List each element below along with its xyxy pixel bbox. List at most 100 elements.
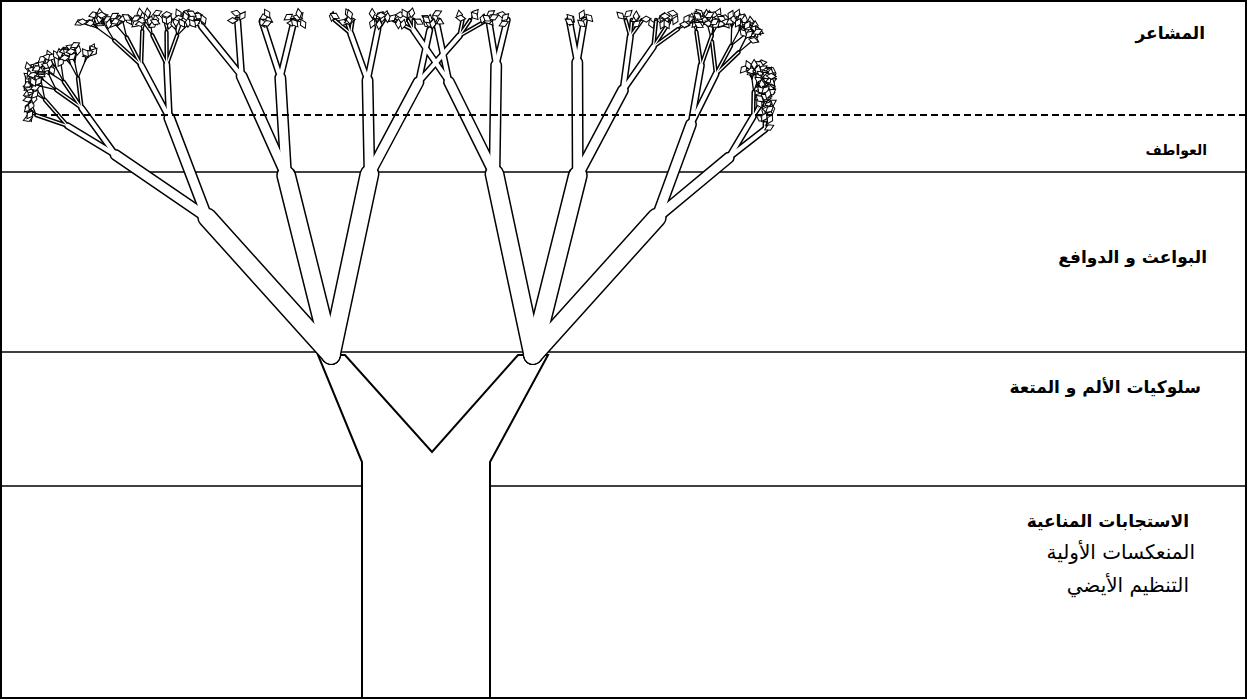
branch-fill	[729, 117, 753, 158]
level-label: سلوكيات الألم و المتعة	[1009, 376, 1201, 398]
branch-outline	[141, 31, 142, 65]
branch-fill	[578, 90, 623, 175]
branch-outline	[712, 42, 716, 74]
branch-fill	[141, 31, 142, 65]
leaf	[164, 14, 174, 26]
branch-fill	[166, 32, 168, 65]
leaf	[615, 10, 626, 21]
leaf	[679, 21, 689, 28]
branch-outline	[729, 129, 765, 157]
branch-outline	[280, 26, 293, 78]
level-label: العواطف	[1146, 141, 1207, 159]
branch-outline	[496, 20, 507, 65]
branch-fill	[691, 74, 716, 124]
branch-fill	[368, 30, 378, 81]
band-rules	[0, 172, 1247, 486]
leaf	[345, 9, 354, 20]
branch-fill	[202, 26, 242, 76]
branch-outline	[238, 20, 242, 76]
leaf	[237, 10, 248, 22]
branch-fill	[68, 126, 116, 155]
level-label: الاستجابات المناعية	[1027, 510, 1189, 532]
branch-fill	[351, 33, 368, 80]
branch-outline	[242, 76, 287, 175]
leaf	[66, 48, 77, 55]
leaf	[631, 19, 643, 30]
leaf	[481, 13, 493, 24]
branch-outline	[167, 64, 170, 118]
branch-outline	[141, 65, 169, 118]
branch-outline	[78, 61, 85, 78]
branch-fill	[369, 82, 418, 174]
branch-fill	[657, 158, 729, 218]
leaf	[151, 8, 162, 17]
leaf	[660, 13, 670, 19]
leaf	[577, 9, 587, 21]
branch-outline	[701, 36, 712, 66]
branch-outline	[369, 82, 418, 174]
leaf	[105, 19, 112, 30]
leaf	[262, 8, 272, 20]
branch-outline	[739, 42, 751, 52]
branch-fill	[286, 175, 331, 355]
branch-fill	[496, 20, 507, 65]
tree-branches	[30, 20, 765, 355]
leaf	[742, 19, 753, 31]
leaf	[261, 19, 272, 28]
branch-outline	[752, 79, 754, 92]
leaf	[69, 40, 81, 50]
tree-trunk	[318, 355, 548, 699]
branch-fill	[753, 92, 755, 117]
level-band: المشاعر	[0, 0, 1247, 115]
leaf	[186, 9, 198, 19]
level-label: المنعكسات الأولية	[1046, 539, 1195, 565]
branch-fill	[495, 174, 533, 355]
branch-fill	[653, 29, 678, 47]
branch-outline	[123, 22, 127, 38]
leaf	[28, 76, 38, 88]
band-divider	[0, 485, 1247, 487]
level-label: التنظيم الأيضي	[1067, 572, 1189, 598]
leaf	[500, 12, 511, 23]
branch-outline	[731, 30, 739, 46]
branch-fill	[623, 47, 653, 91]
branch-outline	[449, 82, 495, 174]
branch-fill	[716, 46, 731, 74]
leaf	[149, 17, 161, 26]
leaf	[399, 19, 407, 30]
leaf	[726, 9, 736, 21]
leaf	[121, 12, 133, 23]
branch-fill	[78, 78, 82, 108]
branch-outline	[578, 90, 623, 175]
branch-fill	[368, 80, 370, 174]
branch-outline	[97, 28, 114, 41]
branch-fill	[489, 20, 496, 65]
leaf	[187, 18, 198, 30]
branch-fill	[242, 76, 287, 175]
branch-fill	[280, 26, 293, 78]
branch-outline	[569, 20, 577, 62]
branch-fill	[127, 37, 141, 65]
leaf	[764, 88, 773, 99]
leaf	[199, 14, 208, 26]
branch-outline	[653, 29, 678, 47]
branch-fill	[262, 22, 280, 78]
branch-fill	[569, 20, 577, 62]
band-divider	[0, 351, 1247, 353]
branch-fill	[45, 100, 68, 126]
leaf	[298, 18, 308, 30]
branch-fill	[408, 20, 414, 30]
branch-fill	[573, 62, 582, 175]
leaf	[584, 12, 595, 23]
branch-outline	[61, 63, 64, 81]
branch-fill	[114, 41, 141, 66]
leaf	[369, 8, 375, 18]
dashed-divider	[40, 114, 1247, 116]
leaf	[77, 19, 87, 25]
branch-outline	[368, 80, 370, 174]
branch-fill	[626, 20, 631, 36]
branch-outline	[351, 33, 368, 80]
leaf	[633, 11, 639, 21]
leaf	[564, 17, 576, 27]
